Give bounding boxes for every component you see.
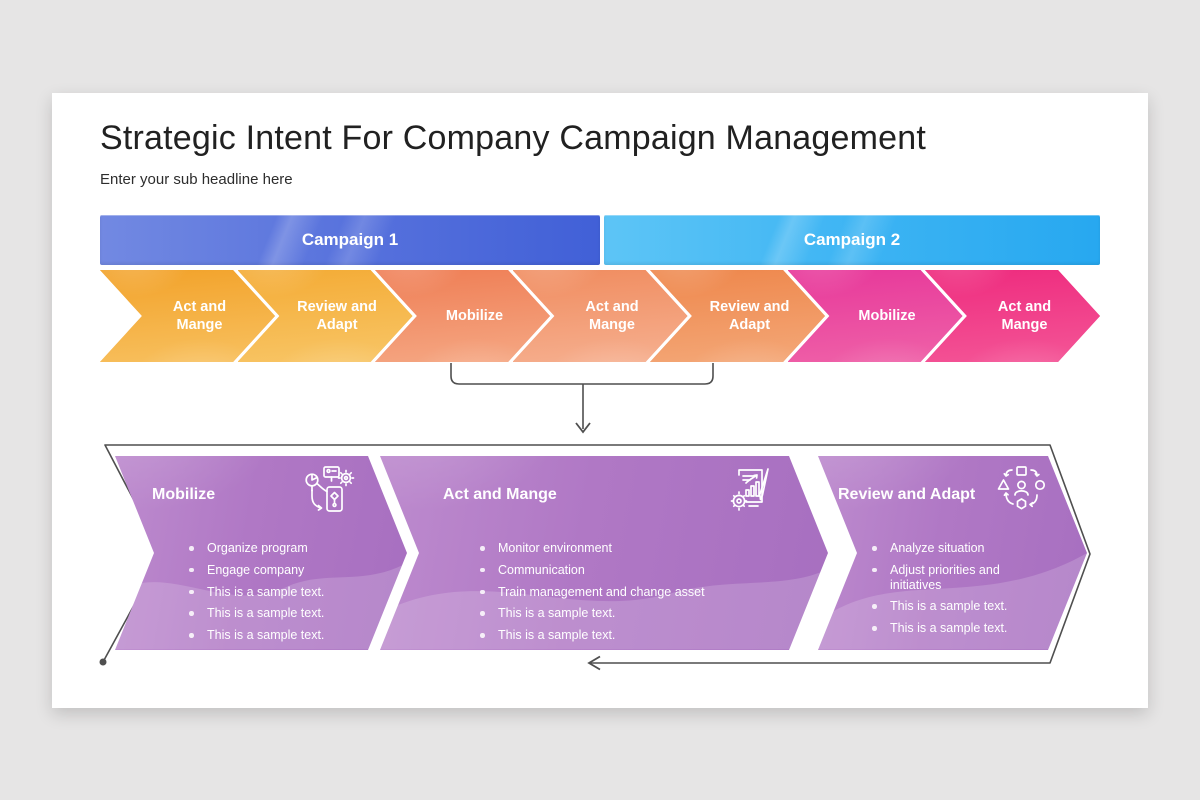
bullet-item: Organize program	[187, 541, 347, 556]
detail-block-mobilize: Mobilize Organize program Engage company	[115, 456, 407, 650]
slide: Strategic Intent For Company Campaign Ma…	[52, 93, 1148, 708]
bullet-list: Analyze situation Adjust priorities and …	[870, 541, 1031, 643]
campaign-header-1: Campaign 1	[100, 215, 600, 265]
bullet-item: Adjust priorities and initiatives	[870, 563, 1031, 593]
bullet-item: This is a sample text.	[870, 599, 1031, 614]
wave-decoration	[818, 537, 1087, 650]
process-chevron-row: Act and Mange Review and Adapt Mobilize …	[100, 270, 1100, 362]
block-title: Mobilize	[152, 486, 216, 503]
bullet-item: This is a sample text.	[478, 628, 758, 643]
down-arrow-head	[575, 422, 591, 434]
chevron-label: Act and Mange	[172, 298, 227, 333]
bullet-item: This is a sample text.	[187, 606, 347, 621]
analytics-report-icon	[724, 465, 776, 517]
bullet-text: This is a sample text.	[890, 599, 1008, 614]
detail-block-act-and-mange: Act and Mange Monitor environment Commun…	[380, 456, 828, 650]
campaign-header-row: Campaign 1 Campaign 2	[100, 215, 1100, 265]
bullet-list: Organize program Engage company This is …	[187, 541, 347, 650]
bullet-item: This is a sample text.	[187, 585, 347, 600]
left-arrow-head	[587, 655, 601, 671]
bullet-text: Communication	[498, 562, 585, 577]
campaign-header-2: Campaign 2	[604, 215, 1100, 265]
campaign-header-label: Campaign 2	[803, 230, 901, 249]
block-title: Act and Mange	[443, 486, 557, 503]
chevron-label: Review and Adapt	[709, 298, 790, 333]
bullet-text: Analyze situation	[890, 541, 985, 555]
process-chevron-1: Act and Mange	[100, 270, 275, 362]
bullet-item: Analyze situation	[870, 541, 1031, 556]
campaign-header-label: Campaign 1	[301, 230, 399, 249]
bullet-text: This is a sample text.	[498, 628, 616, 642]
line-start-dot	[99, 658, 107, 666]
page-title: Strategic Intent For Company Campaign Ma…	[100, 119, 927, 157]
team-cycle-icon	[995, 465, 1047, 517]
chevron-label: Mobilize	[445, 307, 504, 324]
bullet-text: Adjust priorities and initiatives	[890, 562, 1000, 592]
bullet-text: This is a sample text.	[207, 584, 325, 599]
bullet-text: Monitor environment	[498, 541, 612, 555]
bullet-text: This is a sample text.	[498, 606, 616, 621]
bracket-connector	[450, 363, 714, 434]
bullet-item: This is a sample text.	[870, 621, 1031, 636]
bullet-item: This is a sample text.	[478, 606, 758, 621]
wave-decoration	[380, 537, 828, 650]
bullet-text: This is a sample text.	[207, 628, 325, 642]
bullet-text: This is a sample text.	[207, 606, 325, 621]
chevron-label: Review and Adapt	[297, 298, 377, 333]
bullet-text: Train management and change asset	[498, 584, 705, 599]
page-subtitle: Enter your sub headline here	[100, 171, 293, 188]
chevron-label: Act and Mange	[585, 298, 639, 333]
bullet-list: Monitor environment Communication Train …	[478, 541, 758, 650]
process-chevron-2: Review and Adapt	[238, 270, 413, 362]
bullet-item: Engage company	[187, 563, 347, 578]
block-title: Review and Adapt	[838, 486, 976, 503]
detail-section: Mobilize Organize program Engage company	[99, 443, 1100, 671]
bullet-item: Train management and change asset	[478, 585, 758, 600]
bullet-text: Engage company	[207, 562, 305, 577]
bullet-item: Monitor environment	[478, 541, 758, 556]
detail-block-review-and-adapt: Review and Adapt Analyze situation Adjus…	[818, 456, 1087, 650]
bullet-item: This is a sample text.	[187, 628, 347, 643]
bullet-text: Organize program	[207, 541, 308, 555]
bullet-text: This is a sample text.	[890, 621, 1008, 635]
chevron-label: Mobilize	[858, 307, 916, 324]
chevron-label: Act and Mange	[997, 298, 1052, 333]
wave-decoration	[115, 537, 407, 650]
automation-process-icon	[303, 465, 355, 517]
bullet-item: Communication	[478, 563, 758, 578]
